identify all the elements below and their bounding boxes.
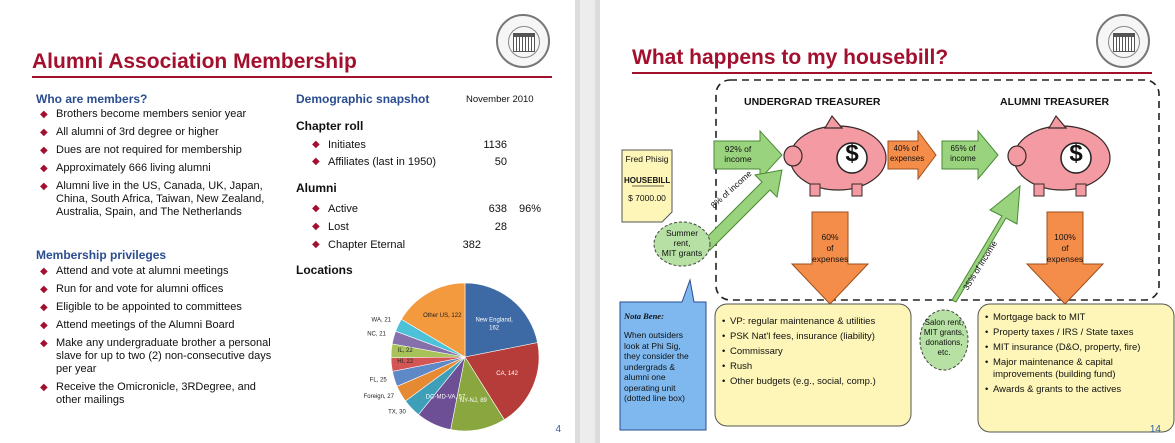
list-item: ◆Run for and vote for alumni offices bbox=[40, 283, 224, 295]
pie-slice-label: WA, 21 bbox=[372, 318, 392, 324]
pie-slice bbox=[400, 282, 466, 358]
members-list: ◆Brothers become members senior year ◆Al… bbox=[38, 108, 283, 224]
pie-slice-label: TX, 30 bbox=[388, 410, 406, 416]
piggy-bank-icon-undergrad bbox=[783, 114, 887, 197]
chapter-seal-logo bbox=[1096, 14, 1150, 68]
alumni-heading: Alumni bbox=[296, 181, 337, 195]
pie-slice-label: Foreign, 27 bbox=[364, 394, 395, 400]
alumni-expenses-box bbox=[977, 303, 1175, 433]
pie-slice-label: HI, 22 bbox=[397, 359, 414, 365]
pie-slice-label: DC-MD-VA, 57 bbox=[426, 395, 466, 401]
undergrad-expense-list: •VP: regular maintenance & utilities •PS… bbox=[722, 316, 908, 391]
undergrad-expenses-box bbox=[714, 303, 912, 427]
pie-slice-label: NC, 21 bbox=[367, 331, 386, 337]
slide-gap bbox=[580, 0, 595, 443]
pie-slice-label: CA, 142 bbox=[496, 371, 518, 377]
alumni-expense-list: •Mortgage back to MIT •Property taxes / … bbox=[985, 312, 1171, 399]
summer-rent-bubble bbox=[653, 221, 711, 267]
arrow-40-expenses bbox=[887, 129, 937, 181]
slide-title: What happens to my housebill? bbox=[632, 46, 949, 69]
arrow-65-income bbox=[941, 129, 999, 181]
title-rule bbox=[632, 72, 1152, 74]
list-item: ◆Brothers become members senior year bbox=[40, 108, 247, 120]
list-item: •PSK Nat'l fees, insurance (liability) bbox=[722, 331, 875, 342]
list-item: •MIT insurance (D&O, property, fire) bbox=[985, 342, 1141, 353]
list-item: •Awards & grants to the actives bbox=[985, 384, 1122, 395]
arrow-60-expenses bbox=[790, 211, 870, 305]
pie-slice bbox=[464, 342, 540, 421]
salon-rent-label: Salon rent,MIT grants,donations,etc. bbox=[923, 318, 965, 357]
pie-slice-label: NY-NJ, 89 bbox=[460, 398, 488, 404]
list-item: ◆Make any undergraduate brother a person… bbox=[40, 337, 272, 375]
list-item: •Major maintenance & capital improvement… bbox=[985, 357, 1116, 380]
pie-slice-label: New England,162 bbox=[475, 318, 513, 332]
page-number: 14 bbox=[1149, 424, 1161, 435]
demographic-heading: Demographic snapshot bbox=[296, 92, 430, 106]
dollar-sign-undergrad: $ bbox=[845, 140, 859, 167]
locations-heading: Locations bbox=[296, 263, 353, 277]
chapter-roll-heading: Chapter roll bbox=[296, 119, 364, 133]
list-item: •Other budgets (e.g., social, comp.) bbox=[722, 376, 876, 387]
pie-slice bbox=[464, 282, 538, 358]
list-item: •Mortgage back to MIT bbox=[985, 312, 1086, 323]
operating-unit-box bbox=[715, 79, 1160, 301]
slide-alumni-membership: Alumni Association Membership Who are me… bbox=[0, 0, 575, 443]
nota-bene-text: When outsiders look at Phi Sig, they con… bbox=[624, 330, 689, 403]
bill-title: HOUSEBILL bbox=[624, 176, 671, 185]
list-item: ◆Attend meetings of the Alumni Board bbox=[40, 319, 235, 331]
slide-housebill: What happens to my housebill? bbox=[600, 0, 1175, 443]
list-item: •Commissary bbox=[722, 346, 783, 357]
pie-slice-label: FL, 25 bbox=[370, 377, 388, 383]
pie-slice-label: IL, 22 bbox=[398, 348, 414, 354]
nota-bene-title: Nota Bene: bbox=[624, 311, 664, 321]
dollar-sign-alumni: $ bbox=[1069, 140, 1083, 167]
chapter-seal-logo bbox=[496, 14, 550, 68]
list-item: ◆Dues are not required for membership bbox=[40, 144, 242, 156]
list-item: •Rush bbox=[722, 361, 753, 372]
arrow-92-income bbox=[713, 129, 783, 181]
date-label: November 2010 bbox=[466, 94, 534, 105]
piggy-bank-icon-alumni bbox=[1007, 114, 1111, 197]
undergrad-treasurer-label: UNDERGRAD TREASURER bbox=[744, 96, 881, 108]
arrow-8-income bbox=[701, 169, 783, 251]
privileges-heading: Membership privileges bbox=[36, 248, 167, 262]
privileges-list: ◆Attend and vote at alumni meetings ◆Run… bbox=[38, 265, 283, 412]
list-item: ◆All alumni of 3rd degree or higher bbox=[40, 126, 219, 138]
list-item: ◆Attend and vote at alumni meetings bbox=[40, 265, 229, 277]
list-item: ◆Alumni live in the US, Canada, UK, Japa… bbox=[40, 180, 265, 218]
nota-bene-callout bbox=[619, 278, 707, 431]
stat-row-affiliates: ◆Affiliates (last in 1950)50 bbox=[312, 156, 507, 168]
slide-title: Alumni Association Membership bbox=[32, 50, 357, 73]
title-rule bbox=[32, 76, 552, 78]
alumni-treasurer-label: ALUMNI TREASURER bbox=[1000, 96, 1110, 108]
list-item: •Property taxes / IRS / State taxes bbox=[985, 327, 1134, 338]
bill-name: Fred Phisig bbox=[625, 154, 669, 164]
arrow-100-expenses bbox=[1025, 211, 1105, 305]
list-item: ◆Eligible to be appointed to committees bbox=[40, 301, 242, 313]
salon-rent-bubble bbox=[919, 309, 969, 371]
arrow-35-income bbox=[951, 184, 1021, 303]
bill-amount: $ 7000.00 bbox=[628, 193, 666, 203]
housebill-flow-diagram bbox=[619, 79, 1175, 433]
pie-slice-label: Other US, 122 bbox=[423, 313, 462, 319]
list-item: ◆Approximately 666 living alumni bbox=[40, 162, 211, 174]
list-item: •VP: regular maintenance & utilities bbox=[722, 316, 876, 327]
list-item: ◆Receive the Omicronicle, 3RDegree, and … bbox=[40, 381, 256, 406]
page-number: 4 bbox=[555, 424, 561, 435]
members-heading: Who are members? bbox=[36, 92, 148, 106]
